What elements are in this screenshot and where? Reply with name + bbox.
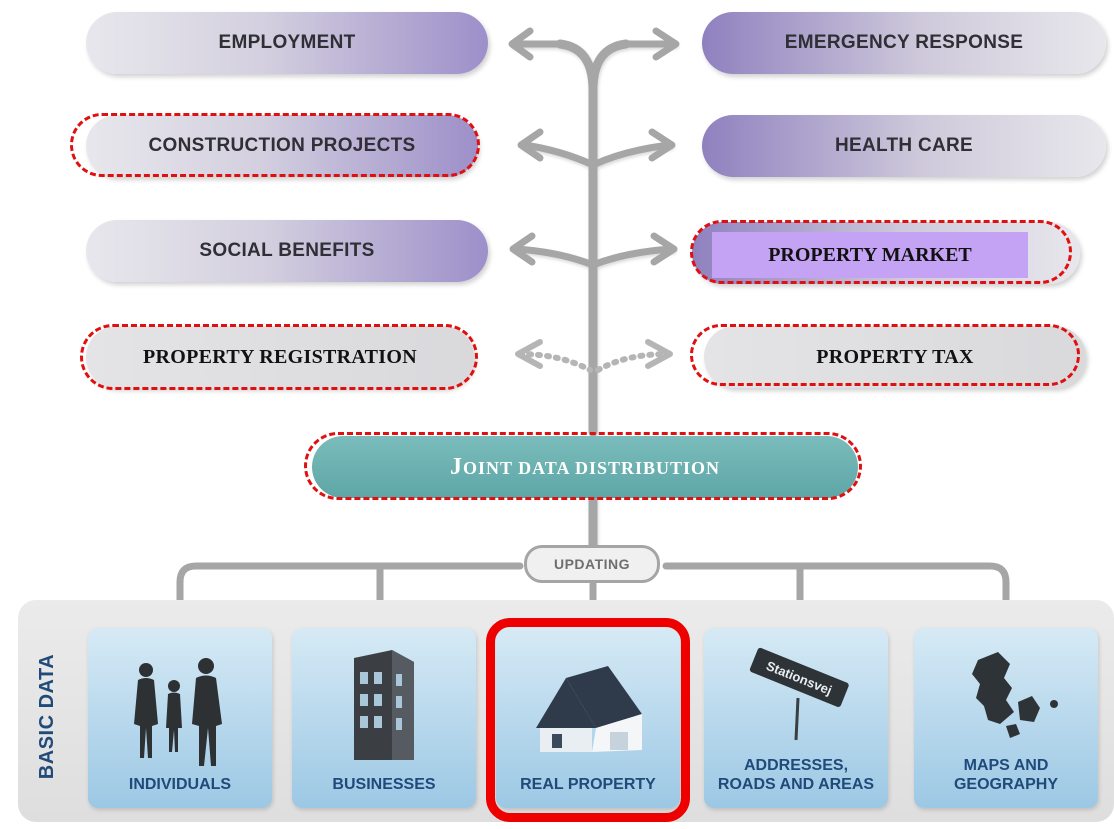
dotted-arrowhead-right: [645, 339, 673, 369]
dotted-arrowhead-left: [515, 339, 543, 369]
tile-real-property-label: REAL PROPERTY: [520, 776, 656, 793]
arrow-row-3: [512, 245, 676, 269]
updating-label: UPDATING: [553, 556, 631, 572]
arrowhead-right-2: [648, 128, 676, 162]
tile-addresses: Stationsvej ADDRESSES, ROADS AND AREAS: [704, 628, 888, 808]
dotted-arrow-row-4: [517, 351, 671, 373]
property-market-highlight: PROPERTY MARKET: [712, 232, 1028, 278]
street-sign-icon: Stationsvej: [749, 647, 849, 741]
service-property-registration: PROPERTY REGISTRATION: [86, 326, 474, 388]
people-icon: [134, 658, 222, 766]
arrowhead-left-2: [517, 128, 544, 162]
arrowhead-right-1: [652, 27, 680, 61]
arrowhead-left-3: [509, 232, 536, 266]
service-emergency-response: EMERGENCY RESPONSE: [702, 12, 1106, 74]
service-construction-projects-label: CONSTRUCTION PROJECTS: [148, 135, 416, 156]
arrowhead-right-3: [650, 232, 678, 266]
tile-businesses: BUSINESSES: [292, 628, 476, 808]
basic-data-label: BASIC DATA: [28, 636, 68, 796]
building-icon: [354, 650, 414, 760]
service-property-tax-label: PROPERTY TAX: [816, 345, 974, 368]
service-property-tax: PROPERTY TAX: [704, 326, 1086, 388]
arrow-row-2: [520, 141, 674, 169]
joint-data-distribution-label: JOINT DATA DISTRIBUTION: [450, 454, 720, 481]
joint-first-letter: J: [449, 453, 463, 480]
tile-businesses-label: BUSINESSES: [332, 776, 436, 793]
tile-maps: MAPS AND GEOGRAPHY: [914, 628, 1098, 808]
service-emergency-response-label: EMERGENCY RESPONSE: [784, 32, 1024, 53]
joint-rest-text: OINT DATA DISTRIBUTION: [462, 457, 721, 478]
service-property-market-label: PROPERTY MARKET: [768, 243, 972, 266]
service-property-registration-label: PROPERTY REGISTRATION: [143, 345, 417, 368]
service-social-benefits: SOCIAL BENEFITS: [86, 220, 488, 282]
basic-data-label-text: BASIC DATA: [36, 653, 59, 779]
service-employment-label: EMPLOYMENT: [218, 32, 356, 53]
denmark-map-icon: [972, 652, 1058, 738]
arrowhead-left-1: [508, 27, 534, 61]
service-health-care-label: HEALTH CARE: [834, 135, 974, 156]
tile-individuals-label: INDIVIDUALS: [128, 776, 232, 793]
joint-data-distribution: JOINT DATA DISTRIBUTION: [312, 436, 858, 498]
tile-addresses-label: ADDRESSES, ROADS AND AREAS: [717, 757, 875, 793]
tile-real-property: REAL PROPERTY: [496, 628, 680, 808]
tile-individuals: INDIVIDUALS: [88, 628, 272, 808]
real-property-highlight-ring: [486, 618, 690, 822]
service-construction-projects: CONSTRUCTION PROJECTS: [86, 115, 478, 177]
tile-maps-label: MAPS AND GEOGRAPHY: [953, 757, 1058, 793]
service-health-care: HEALTH CARE: [702, 115, 1106, 177]
updating-badge: UPDATING: [524, 545, 660, 583]
house-icon: [536, 666, 642, 752]
service-employment: EMPLOYMENT: [86, 12, 488, 74]
service-social-benefits-label: SOCIAL BENEFITS: [199, 240, 375, 261]
trunk-fork: [555, 39, 631, 95]
